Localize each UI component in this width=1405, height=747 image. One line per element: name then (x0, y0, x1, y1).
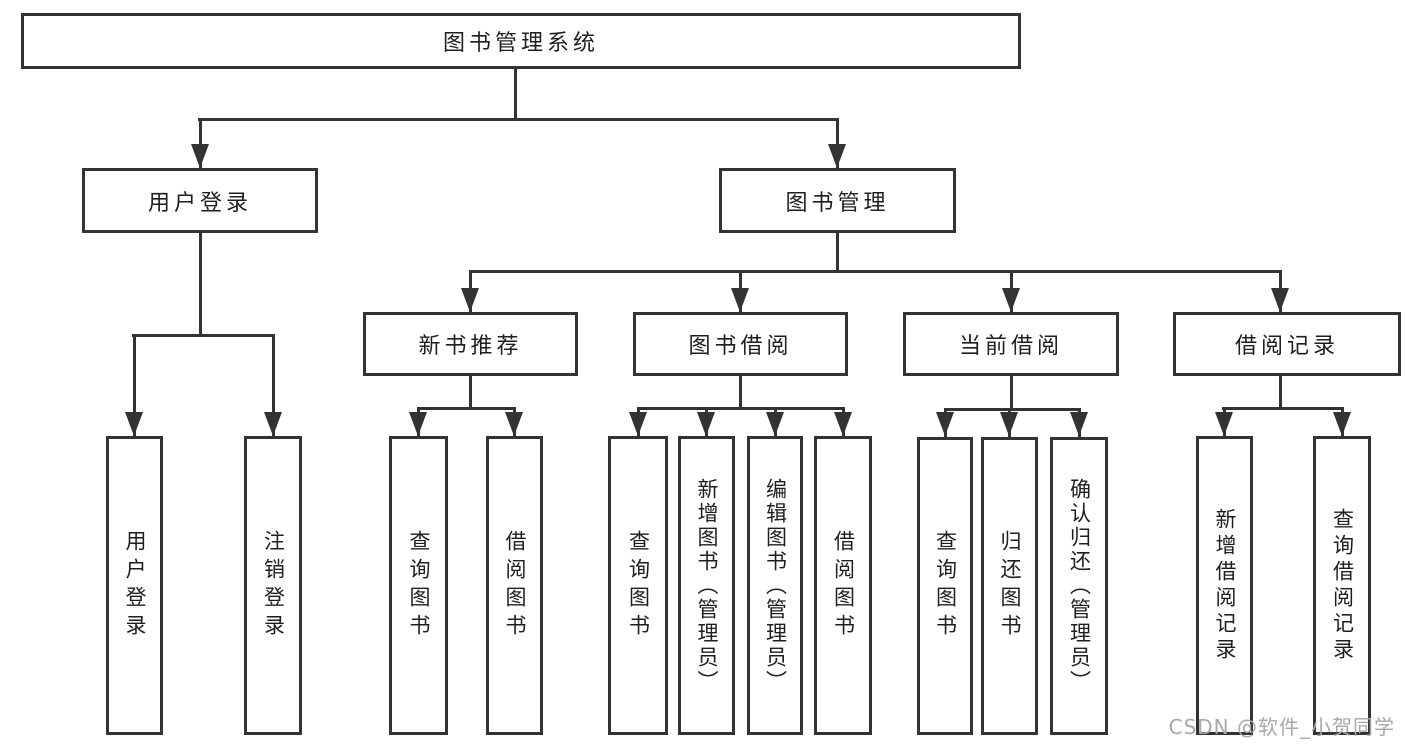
leaf-query-borrow-record: 查询借阅记录 (1313, 436, 1371, 735)
leaf-query-books-recommend: 查询图书 (389, 436, 448, 735)
connector-hline (469, 270, 1282, 273)
leaf-label: 查询借阅记录 (1330, 507, 1355, 664)
connector-vline (199, 118, 202, 168)
connector-vline (836, 232, 839, 272)
arrowhead-icon (1271, 288, 1289, 312)
watermark: CSDN @软件_小贺同学 (1168, 715, 1395, 739)
leaf-logout: 注销登录 (244, 436, 302, 735)
arrowhead-icon (264, 412, 282, 436)
arrowhead-icon (461, 288, 479, 312)
node-book-management: 图书管理 (719, 168, 956, 233)
arrowhead-icon (1333, 412, 1351, 436)
arrowhead-icon (409, 412, 427, 436)
arrowhead-icon (697, 412, 715, 436)
connector-vline (199, 232, 202, 336)
leaf-label: 确认归还（管理员） (1067, 478, 1092, 694)
connector-hline (944, 408, 1081, 411)
leaf-label: 注销登录 (261, 529, 286, 642)
leaf-label: 借阅图书 (503, 529, 527, 642)
node-current-borrow: 当前借阅 (903, 312, 1119, 376)
node-borrow-records: 借阅记录 (1173, 312, 1401, 376)
leaf-add-borrow-record: 新增借阅记录 (1196, 436, 1253, 735)
connector-hline (1222, 407, 1343, 410)
leaf-label: 查询图书 (407, 529, 431, 642)
arrowhead-icon (834, 412, 852, 436)
leaf-label: 编辑图书（管理员） (763, 477, 788, 694)
leaf-borrow-books-recommend: 借阅图书 (486, 436, 543, 735)
leaf-label: 归还图书 (998, 530, 1022, 642)
leaf-query-books-borrow: 查询图书 (608, 436, 668, 735)
leaf-add-books-admin: 新增图书（管理员） (678, 436, 735, 735)
node-book-borrow: 图书借阅 (633, 312, 848, 376)
arrowhead-icon (505, 412, 523, 436)
connector-hline (198, 118, 839, 121)
arrowhead-icon (1070, 412, 1088, 436)
leaf-borrow-books: 借阅图书 (814, 436, 872, 735)
leaf-return-books: 归还图书 (981, 437, 1038, 735)
arrowhead-icon (191, 144, 209, 168)
leaf-edit-books-admin: 编辑图书（管理员） (747, 436, 803, 735)
connector-vline (739, 375, 742, 409)
connector-vline (836, 118, 839, 168)
node-new-book-recommend: 新书推荐 (363, 312, 578, 376)
connector-hline (417, 407, 516, 410)
arrowhead-icon (766, 412, 784, 436)
connector-vline (469, 375, 472, 409)
leaf-label: 用户登录 (123, 529, 147, 642)
leaf-label: 查询图书 (626, 529, 651, 642)
arrowhead-icon (828, 144, 846, 168)
arrowhead-icon (731, 288, 749, 312)
leaf-user-login: 用户登录 (106, 436, 163, 735)
leaf-label: 查询图书 (933, 530, 958, 642)
connector-hline (637, 407, 845, 410)
leaf-query-books-current: 查询图书 (917, 437, 973, 735)
leaf-confirm-return-admin: 确认归还（管理员） (1050, 437, 1108, 735)
arrowhead-icon (125, 412, 143, 436)
arrowhead-icon (1002, 288, 1020, 312)
leaf-label: 新增图书（管理员） (695, 477, 719, 694)
arrowhead-icon (1000, 412, 1018, 436)
connector-vline (272, 334, 275, 436)
connector-hline (132, 334, 274, 337)
arrowhead-icon (1215, 412, 1233, 436)
node-root: 图书管理系统 (21, 13, 1021, 69)
connector-vline (514, 68, 517, 120)
leaf-label: 新增借阅记录 (1213, 507, 1237, 664)
arrowhead-icon (629, 412, 647, 436)
node-user-login: 用户登录 (82, 168, 318, 233)
leaf-label: 借阅图书 (831, 529, 856, 642)
connector-vline (1279, 375, 1282, 409)
connector-vline (133, 334, 136, 436)
arrowhead-icon (936, 412, 954, 436)
connector-vline (1010, 375, 1013, 410)
